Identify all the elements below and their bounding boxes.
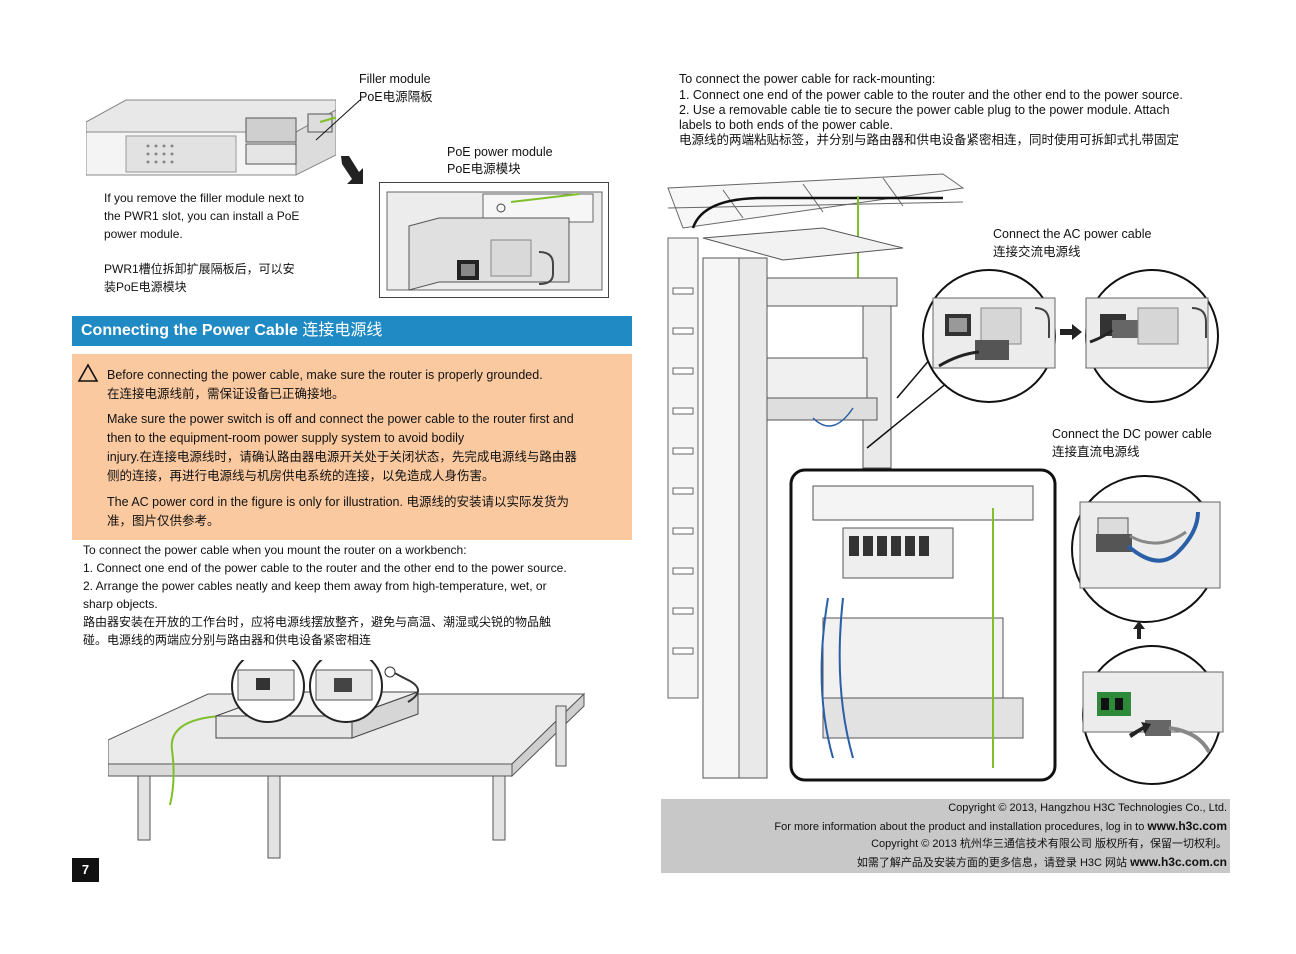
rack-intro-line: 1. Connect one end of the power cable to… [679, 88, 1183, 102]
footer-line-1: Copyright © 2013, Hangzhou H3C Technolog… [948, 802, 1227, 814]
footer-line-4: 如需了解产品及安装方面的更多信息，请登录 H3C 网站 www.h3c.com.… [857, 855, 1227, 870]
caution-line: The AC power cord in the figure is only … [107, 495, 569, 509]
note-en-2: the PWR1 slot, you can install a PoE [104, 209, 300, 223]
note-cn-1: PWR1槽位拆卸扩展隔板后，可以安 [104, 262, 295, 276]
figure-poe-module [379, 182, 609, 298]
arrow-up-icon [1133, 621, 1145, 639]
note-en-3: power module. [104, 227, 183, 241]
caution-line: 准，图片仅供参考。 [107, 514, 220, 528]
poe-label-cn: PoE电源模块 [447, 162, 521, 176]
ac-label-cn: 连接交流电源线 [993, 245, 1081, 259]
dc-label-en: Connect the DC power cable [1052, 427, 1212, 441]
caution-line: then to the equipment-room power supply … [107, 431, 465, 445]
filler-label-cn: PoE电源隔板 [359, 90, 433, 104]
caution-box: Before connecting the power cable, make … [72, 354, 632, 540]
figure-workbench [108, 660, 586, 859]
figure-dc-connect-after [1071, 475, 1221, 623]
footer-link-h3c-com-cn[interactable]: www.h3c.com.cn [1130, 855, 1227, 869]
footer-link-h3c-com[interactable]: www.h3c.com [1147, 819, 1227, 833]
workbench-line: 2. Arrange the power cables neatly and k… [83, 579, 547, 593]
poe-label-en: PoE power module [447, 145, 553, 159]
page-number: 7 [72, 858, 99, 882]
workbench-line: 碰。电源线的两端应分别与路由器和供电设备紧密相连 [83, 633, 372, 647]
rack-intro-line: labels to both ends of the power cable. [679, 118, 894, 132]
rack-intro-line: To connect the power cable for rack-moun… [679, 72, 936, 86]
arrow-right-icon [1060, 324, 1082, 340]
ac-label-en: Connect the AC power cable [993, 227, 1152, 241]
figure-ac-connect-after [1085, 269, 1219, 403]
footer-line-2-text: For more information about the product a… [774, 821, 1145, 833]
caution-line: Before connecting the power cable, make … [107, 368, 543, 382]
caution-line: 在连接电源线前，需保证设备已正确接地。 [107, 387, 345, 401]
rack-intro-line: 电源线的两端粘贴标签，并分别与路由器和供电设备紧密相连，同时使用可拆卸式扎带固定 [679, 133, 1180, 147]
warning-triangle-icon [77, 363, 99, 382]
dc-label-cn: 连接直流电源线 [1052, 445, 1140, 459]
figure-rack [667, 173, 1057, 782]
pointer-line-filler [315, 99, 361, 141]
footer-line-2: For more information about the product a… [774, 819, 1227, 834]
footer-line-3: Copyright © 2013 杭州华三通信技术有限公司 版权所有，保留一切权… [871, 838, 1227, 850]
caution-line: 侧的连接，再进行电源线与机房供电系统的连接，以免造成人身伤害。 [107, 469, 495, 483]
workbench-line: To connect the power cable when you moun… [83, 543, 467, 557]
workbench-line: sharp objects. [83, 597, 158, 611]
figure-ac-connect-before [922, 269, 1056, 403]
caution-line: Make sure the power switch is off and co… [107, 412, 574, 426]
filler-label-en: Filler module [359, 72, 431, 86]
figure-filler-module [86, 99, 336, 176]
section-header: Connecting the Power Cable 连接电源线 [72, 316, 632, 346]
note-en-1: If you remove the filler module next to [104, 191, 305, 205]
section-title-en: Connecting the Power Cable [81, 322, 298, 339]
note-cn-2: 装PoE电源模块 [104, 280, 187, 294]
figure-dc-connect-before [1082, 645, 1224, 785]
workbench-line: 路由器安装在开放的工作台时，应将电源线摆放整齐，避免与高温、潮湿或尖锐的物品触 [83, 615, 552, 629]
arrow-down-icon [341, 156, 363, 184]
section-title-cn: 连接电源线 [302, 322, 383, 339]
footer-line-4-text: 如需了解产品及安装方面的更多信息，请登录 H3C 网站 [856, 857, 1128, 869]
workbench-line: 1. Connect one end of the power cable to… [83, 561, 567, 575]
rack-intro-line: 2. Use a removable cable tie to secure t… [679, 103, 1170, 117]
footer-copyright: Copyright © 2013, Hangzhou H3C Technolog… [661, 799, 1230, 873]
caution-line: injury.在连接电源线时，请确认路由器电源开关处于关闭状态，先完成电源线与路… [107, 450, 577, 464]
